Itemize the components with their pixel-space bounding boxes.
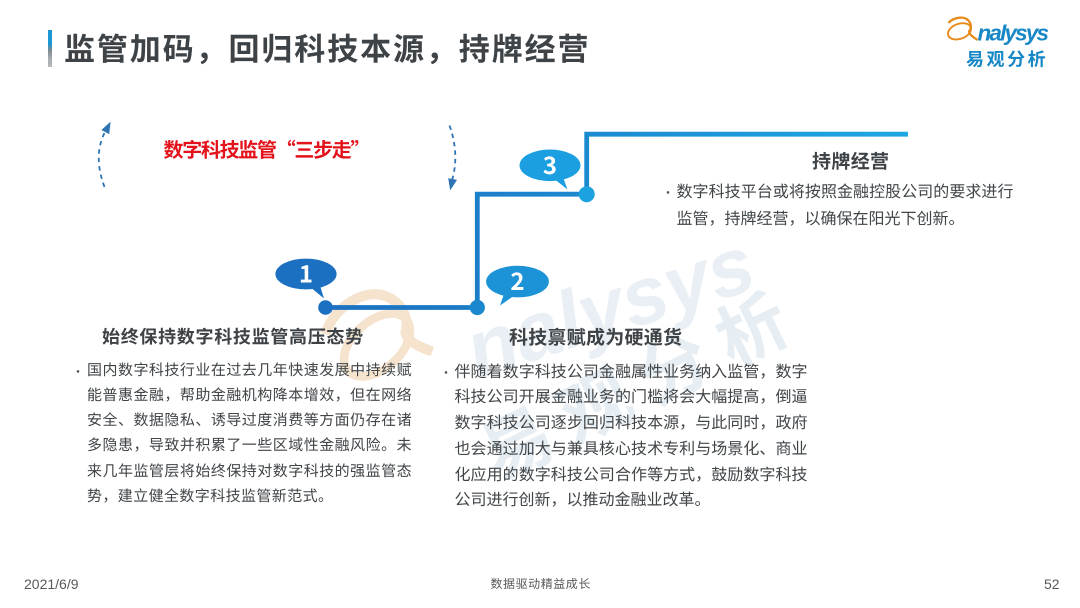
svg-text:nalysys: nalysys [978,21,1050,46]
svg-text:3: 3 [543,146,557,181]
svg-text:2: 2 [510,262,524,297]
svg-text:易观分析: 易观分析 [966,46,1048,72]
svg-text:1: 1 [299,255,313,290]
